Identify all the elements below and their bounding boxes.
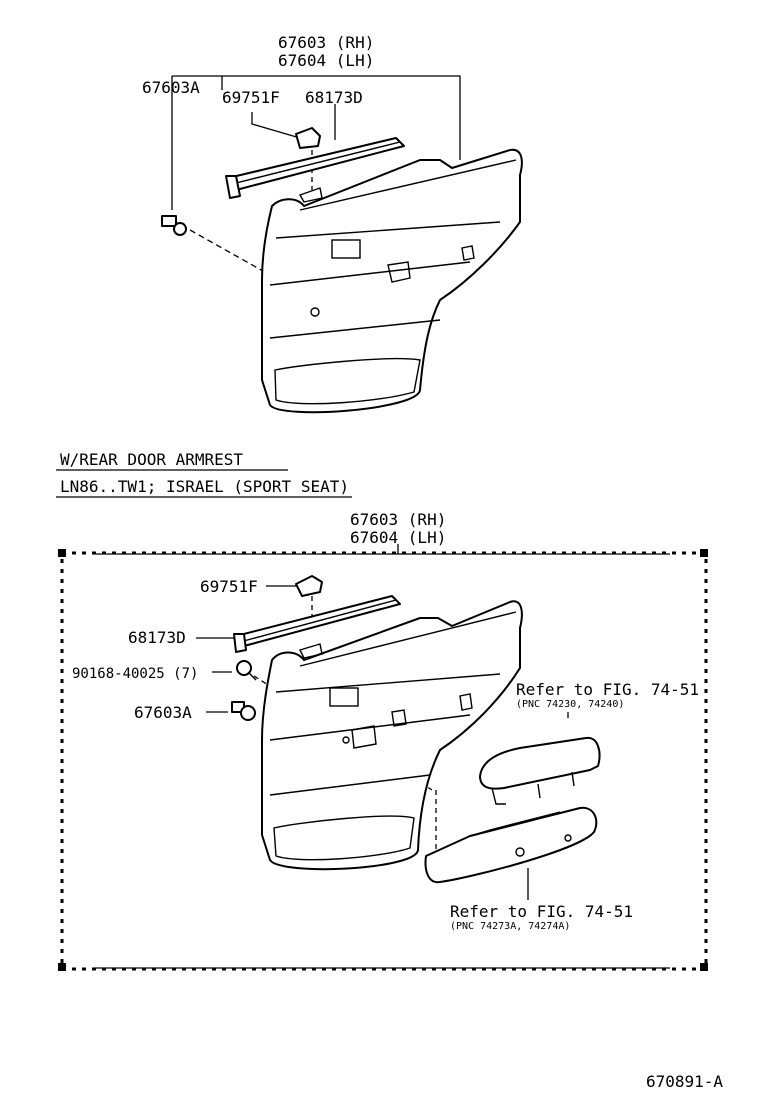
ref2-title-label: Refer to FIG. 74-51	[450, 902, 633, 921]
bottom-part-lh-label: 67604 (LH)	[350, 528, 446, 547]
ref1-title-label: Refer to FIG. 74-51	[516, 680, 699, 699]
bottom-clip-part	[231, 701, 256, 721]
bottom-screw-part	[236, 660, 257, 681]
figure-code: 670891-A	[646, 1072, 723, 1091]
top-part-rh-label: 67603 (RH)	[278, 33, 374, 52]
top-part-lh-label: 67604 (LH)	[278, 51, 374, 70]
top-hook-leader	[251, 112, 301, 139]
top-weatherstrip-part	[225, 137, 405, 199]
top-assembly: 67603 (RH) 67604 (LH) 67603A 69751F 6817…	[142, 33, 523, 414]
bottom-door-panel	[261, 600, 523, 871]
section-heading: W/REAR DOOR ARMREST LN86..TW1; ISRAEL (S…	[56, 450, 352, 498]
top-hook-part	[295, 127, 321, 149]
bottom-screw-label: 90168-40025 (7)	[72, 666, 198, 682]
top-clip-part	[161, 215, 187, 236]
armrest-upper-part	[479, 736, 601, 805]
section-heading-1: W/REAR DOOR ARMREST	[60, 450, 243, 469]
top-clip-dash	[189, 229, 271, 276]
top-hook-label: 69751F	[222, 88, 280, 107]
bottom-weatherstrip-part	[233, 595, 401, 653]
top-door-panel	[261, 148, 523, 414]
top-main-leader	[172, 75, 461, 160]
bottom-assembly: 67603 (RH) 67604 (LH) 69751F 68173D 9016…	[58, 510, 708, 971]
bottom-part-rh-label: 67603 (RH)	[350, 510, 446, 529]
armrest-lower-part	[424, 806, 598, 884]
bottom-clip-label: 67603A	[134, 703, 192, 722]
bottom-frame	[60, 551, 708, 971]
top-weatherstrip-label: 68173D	[305, 88, 363, 107]
ref1-pnc-label: (PNC 74230, 74240)	[516, 699, 624, 710]
bottom-hook-label: 69751F	[200, 577, 258, 596]
bottom-hook-part	[295, 575, 323, 597]
ref2-pnc-label: (PNC 74273A, 74274A)	[450, 921, 570, 932]
bottom-weatherstrip-label: 68173D	[128, 628, 186, 647]
section-heading-2: LN86..TW1; ISRAEL (SPORT SEAT)	[60, 477, 349, 496]
top-clip-label: 67603A	[142, 78, 200, 97]
